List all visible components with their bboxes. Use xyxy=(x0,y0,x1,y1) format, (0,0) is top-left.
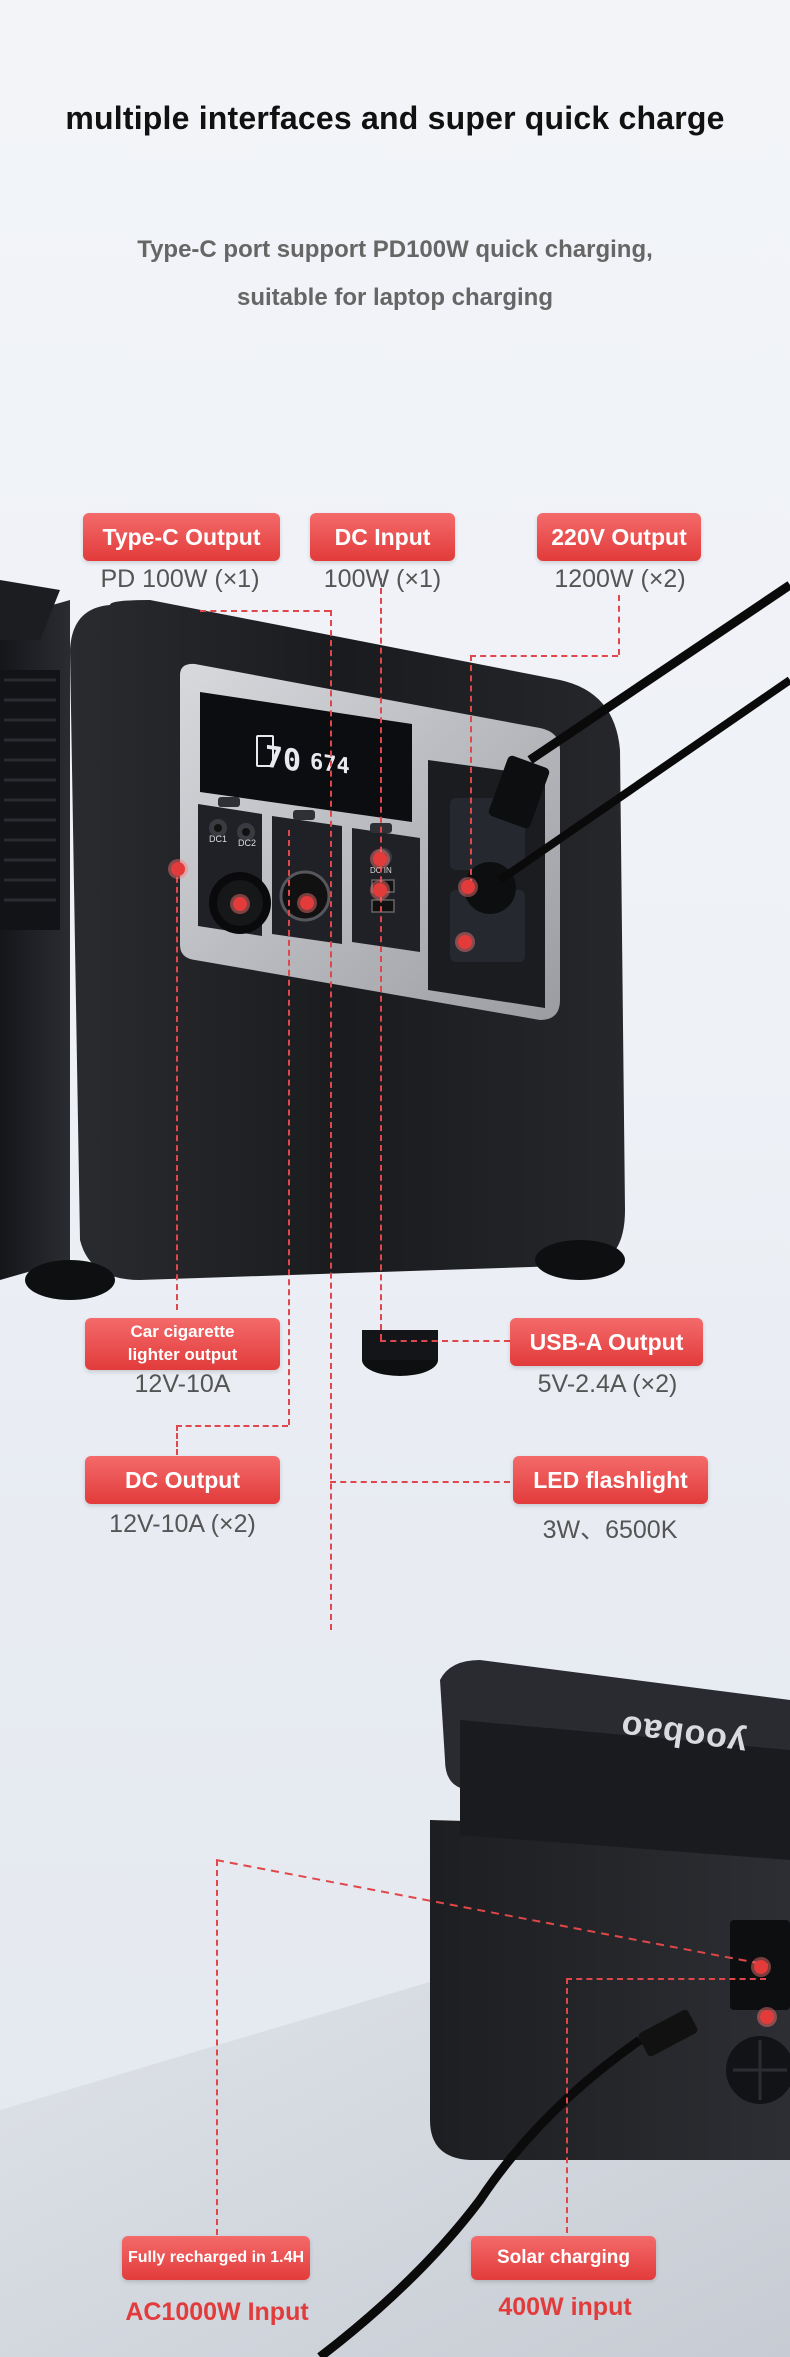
marker-dc-input xyxy=(373,852,387,866)
connector-ac-v1 xyxy=(618,595,620,655)
connector-ac-input-diag xyxy=(216,1859,769,1966)
marker-ac-output-2 xyxy=(458,935,472,949)
connector-solar-v xyxy=(566,1978,568,2233)
badge-usb-a-output: USB-A Output xyxy=(510,1318,703,1366)
marker-solar xyxy=(760,2010,774,2024)
power-station-front-illustration xyxy=(0,580,790,1376)
spec-typec-output: PD 100W (×1) xyxy=(100,565,260,593)
subtitle-line-1: Type-C port support PD100W quick chargin… xyxy=(137,236,653,263)
battery-icon xyxy=(256,735,274,767)
spec-ac-input: AC1000W Input xyxy=(125,2298,309,2326)
marker-car-lighter xyxy=(171,862,185,876)
badge-typec-output: Type-C Output xyxy=(83,513,280,561)
marker-dc-output xyxy=(233,897,247,911)
badge-car-lighter: Car cigarette lighter output xyxy=(85,1318,280,1370)
subtitle-line-2: suitable for laptop charging xyxy=(236,284,554,311)
badge-car-lighter-line1: Car cigarette xyxy=(130,1322,235,1341)
spec-dc-input: 100W (×1) xyxy=(323,565,442,593)
connector-led-v xyxy=(330,610,332,1630)
spec-220v-output: 1200W (×2) xyxy=(554,565,686,593)
spec-dc-output: 12V-10A (×2) xyxy=(109,1510,256,1538)
badge-dc-output: DC Output xyxy=(85,1456,280,1504)
badge-car-lighter-line2: lighter output xyxy=(127,1345,238,1364)
device2-top xyxy=(460,1720,790,1860)
marker-usb-a xyxy=(373,883,387,897)
connector-ac-v2 xyxy=(470,655,472,885)
connector-typec-h xyxy=(200,610,330,612)
spec-led-flashlight: 3W、6500K xyxy=(542,1516,678,1544)
badge-220v-output: 220V Output xyxy=(537,513,701,561)
device-handle xyxy=(0,580,60,640)
marker-ac-output xyxy=(461,880,475,894)
connector-usb-h xyxy=(380,1340,510,1342)
port-label-dc2: DC2 xyxy=(238,838,257,848)
marker-ac-input xyxy=(754,1960,768,1974)
badge-dc-input: DC Input xyxy=(310,513,455,561)
connector-dcout-v2 xyxy=(176,1425,178,1455)
spec-usb-a-output: 5V-2.4A (×2) xyxy=(537,1370,678,1398)
connector-ac-h xyxy=(470,655,618,657)
badge-solar-charging: Solar charging xyxy=(471,2236,656,2280)
connector-dcout-v xyxy=(288,830,290,1425)
connector-dcout-h xyxy=(176,1425,288,1427)
badge-led-flashlight: LED flashlight xyxy=(513,1456,708,1504)
spec-solar-charging: 400W input xyxy=(498,2293,632,2321)
connector-ac-input-v xyxy=(216,1860,218,2235)
page-title: multiple interfaces and super quick char… xyxy=(65,100,725,136)
connector-solar-h xyxy=(566,1978,766,1980)
lcd-screen xyxy=(200,692,412,822)
marker-typec xyxy=(300,896,314,910)
connector-led-h xyxy=(330,1481,510,1483)
spec-car-lighter: 12V-10A xyxy=(134,1370,231,1398)
connector-dc-input-v xyxy=(380,578,382,1340)
port-label-dc1: DC1 xyxy=(209,834,228,844)
connector-car-v xyxy=(176,867,178,1310)
device2-body xyxy=(430,1820,790,2160)
badge-ac-input: Fully recharged in 1.4H xyxy=(122,2236,310,2280)
